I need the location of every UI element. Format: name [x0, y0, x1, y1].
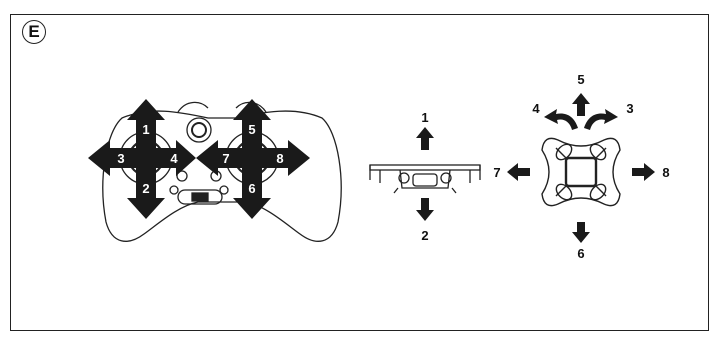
top-arrow-rotate-left: [544, 109, 578, 130]
top-label-right: 8: [662, 165, 669, 180]
controller-arrow-labels: 1 2 3 4 5 6 7 8: [117, 122, 283, 196]
top-arrow-right: [632, 163, 655, 181]
drone-top-outline: [541, 137, 621, 207]
diagram-frame: [10, 14, 709, 331]
label-arrow-down-left: 2: [142, 181, 149, 196]
drone-top-arrows: [507, 93, 655, 243]
small-button: [219, 185, 229, 195]
small-button: [169, 185, 179, 195]
controller-arrows: [88, 99, 310, 219]
label-arrow-up-right: 5: [248, 122, 255, 137]
arrow-right-left: [146, 140, 196, 176]
top-label-left: 7: [493, 165, 500, 180]
label-arrow-right-right: 8: [276, 151, 283, 166]
small-button: [176, 170, 188, 182]
side-label-up: 1: [421, 110, 428, 125]
drone-side-body: [399, 169, 451, 189]
top-label-back: 6: [577, 246, 584, 261]
label-arrow-left-left: 3: [117, 151, 124, 166]
arrow-down-right: [233, 158, 271, 219]
top-arrow-back: [572, 222, 590, 243]
arrow-down-left: [127, 158, 165, 219]
center-button: [186, 117, 212, 143]
top-label-rotate-right: 3: [626, 101, 633, 116]
arrow-left-left: [88, 140, 146, 176]
arrow-up-left: [127, 99, 165, 160]
drone-top-body: [564, 156, 598, 188]
top-arrow-forward: [572, 93, 590, 116]
label-arrow-right-left: 4: [170, 151, 178, 166]
side-label-down: 2: [421, 228, 428, 243]
drone-side-arrows: [416, 127, 434, 221]
drone-side-frame: [369, 164, 481, 171]
drone-side-view: [369, 164, 481, 194]
top-label-forward: 5: [577, 72, 584, 87]
label-arrow-left-right: 7: [222, 151, 229, 166]
side-arrow-down: [416, 198, 434, 221]
power-switch: [177, 189, 223, 205]
arrow-up-right: [233, 99, 271, 160]
top-arrow-rotate-right: [584, 109, 618, 130]
label-arrow-up-left: 1: [142, 122, 149, 137]
top-arrow-left: [507, 163, 530, 181]
arrow-right-right: [252, 140, 310, 176]
top-label-rotate-left: 4: [532, 101, 540, 116]
arrow-left-right: [196, 140, 252, 176]
label-arrow-down-right: 6: [248, 181, 255, 196]
section-badge: E: [22, 20, 46, 44]
drone-top-view: [541, 137, 621, 207]
side-arrow-up: [416, 127, 434, 150]
